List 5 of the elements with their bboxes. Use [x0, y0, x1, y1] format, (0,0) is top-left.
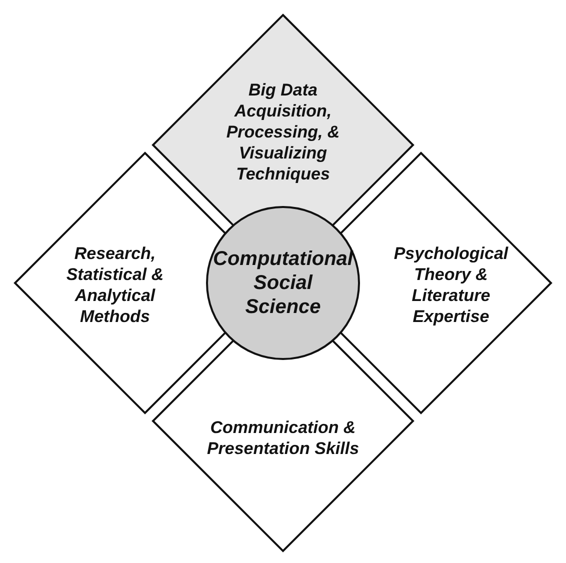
node-label: Psychological Theory & Literature Expertise — [392, 243, 510, 327]
node-label: Communication & Presentation Skills — [206, 417, 360, 459]
node-label: Research, Statistical & Analytical Methods — [65, 243, 165, 327]
node-label: Computational Social Science — [213, 247, 353, 319]
node-label: Big Data Acquisition, Processing, & Visualizing Techniques — [225, 80, 341, 184]
